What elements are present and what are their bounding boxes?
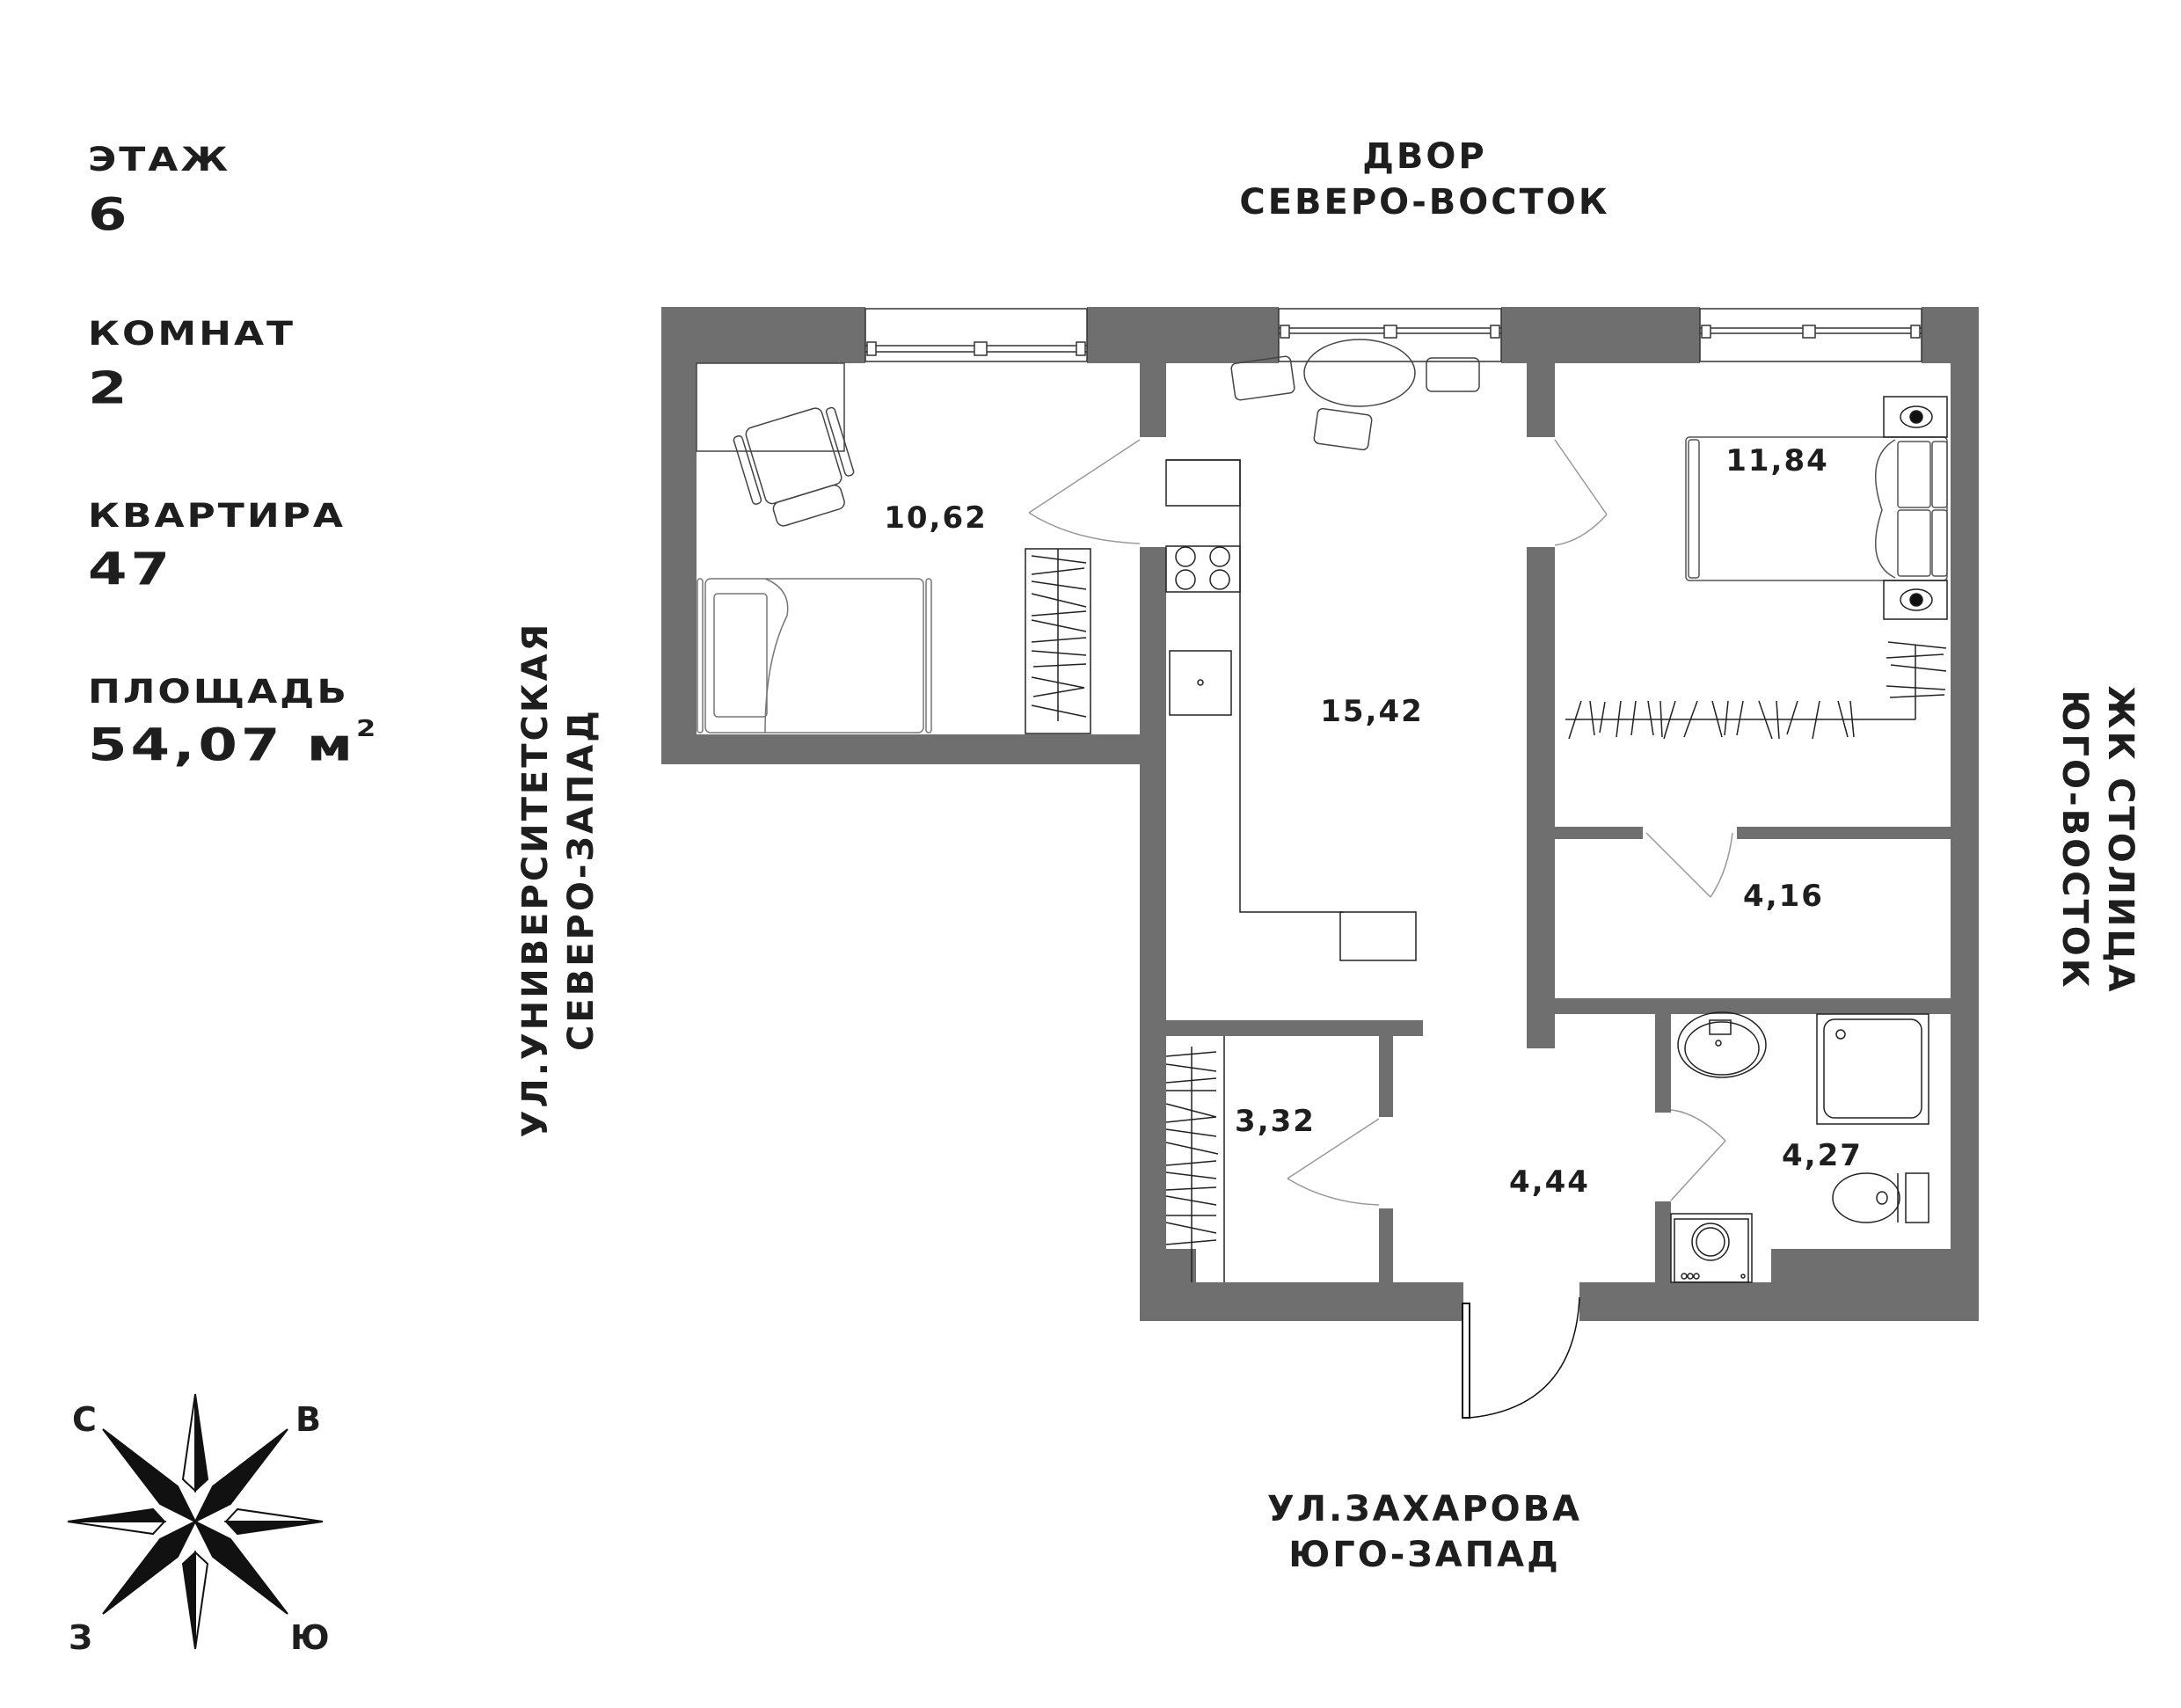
nightstand-icon xyxy=(1883,396,1948,438)
southwest-label: ЮГО-ЗАПАД xyxy=(1288,1535,1561,1575)
room-area-bedroom-1: 10,62 xyxy=(884,500,988,536)
door-closet xyxy=(1645,832,1733,898)
chair-icon xyxy=(1230,355,1295,401)
compass-west-label: З xyxy=(69,1618,92,1657)
stove-icon xyxy=(1165,545,1241,593)
room-area-bedroom-2: 11,84 xyxy=(1725,443,1829,478)
desk-icon xyxy=(696,362,845,452)
office-chair-icon xyxy=(733,406,855,527)
wardrobe-icon xyxy=(1025,548,1091,734)
door-bedroom-2 xyxy=(1554,439,1608,546)
washbasin-icon xyxy=(1677,1011,1767,1078)
apartment-label: КВАРТИРА xyxy=(88,497,346,536)
compass-east-label: В xyxy=(295,1400,321,1439)
room-area-walk-in-closet: 4,16 xyxy=(1743,879,1824,914)
courtyard-label: ДВОР xyxy=(1362,136,1487,177)
area-label: ПЛОЩАДЬ xyxy=(88,673,349,712)
windows xyxy=(864,308,1922,362)
storage-rack-icon xyxy=(1165,1036,1225,1282)
toilet-icon xyxy=(1832,1172,1929,1223)
rooms-label: КОМНАТ xyxy=(88,315,296,354)
floor-value: 6 xyxy=(88,189,131,242)
orientation-bottom-label: УЛ.ЗАХАРОВА ЮГО-ЗАПАД xyxy=(1222,1486,1627,1578)
shower-tray-icon xyxy=(1816,1013,1929,1125)
compass-north-label: С xyxy=(72,1400,97,1439)
door-bedroom-1 xyxy=(1028,439,1141,544)
compass-rose-icon xyxy=(67,1393,324,1650)
orientation-top-label: ДВОР СЕВЕРО-ВОСТОК xyxy=(1222,134,1627,225)
double-bed-icon xyxy=(1685,436,1948,581)
room-area-hallway: 4,44 xyxy=(1509,1164,1590,1200)
room-area-labels: 10,62 15,42 11,84 4,16 3,32 4,44 4,27 xyxy=(884,443,1863,1200)
rooms-value: 2 xyxy=(88,362,131,415)
apartment-value: 47 xyxy=(88,544,174,596)
single-bed-icon xyxy=(697,578,932,734)
doors xyxy=(1028,439,1733,1419)
area-unit-superscript: 2 xyxy=(356,715,380,742)
floor-label: ЭТАЖ xyxy=(88,141,231,179)
area-value: 54,07 м2 xyxy=(88,715,379,772)
kitchen-counter xyxy=(1165,459,1417,961)
northeast-label: СЕВЕРО-ВОСТОК xyxy=(1239,182,1610,223)
furniture xyxy=(696,339,1948,1283)
chair-icon xyxy=(1313,407,1373,451)
room-area-kitchen-living: 15,42 xyxy=(1320,694,1424,729)
door-storage xyxy=(1287,1118,1380,1206)
closet-rail-icon xyxy=(1565,641,1947,740)
dining-table-icon xyxy=(1303,339,1416,407)
washing-machine-icon xyxy=(1670,1213,1753,1283)
walls xyxy=(661,307,1979,1321)
nightstand-icon xyxy=(1883,580,1948,620)
compass-south-label: Ю xyxy=(290,1618,330,1657)
window-bedroom-1 xyxy=(864,308,1088,362)
room-area-storage: 3,32 xyxy=(1235,1104,1316,1139)
fridge-icon xyxy=(1339,911,1417,961)
chair-icon xyxy=(1426,357,1480,392)
window-kitchen xyxy=(1278,308,1502,362)
door-entrance xyxy=(1462,1296,1580,1419)
area-number: 54,07 м xyxy=(88,719,357,772)
room-area-bathroom: 4,27 xyxy=(1782,1138,1863,1173)
zakharova-street-label: УЛ.ЗАХАРОВА xyxy=(1266,1489,1583,1529)
window-bedroom-2 xyxy=(1699,308,1922,362)
sink-icon xyxy=(1169,650,1232,716)
door-bathroom xyxy=(1670,1109,1726,1201)
